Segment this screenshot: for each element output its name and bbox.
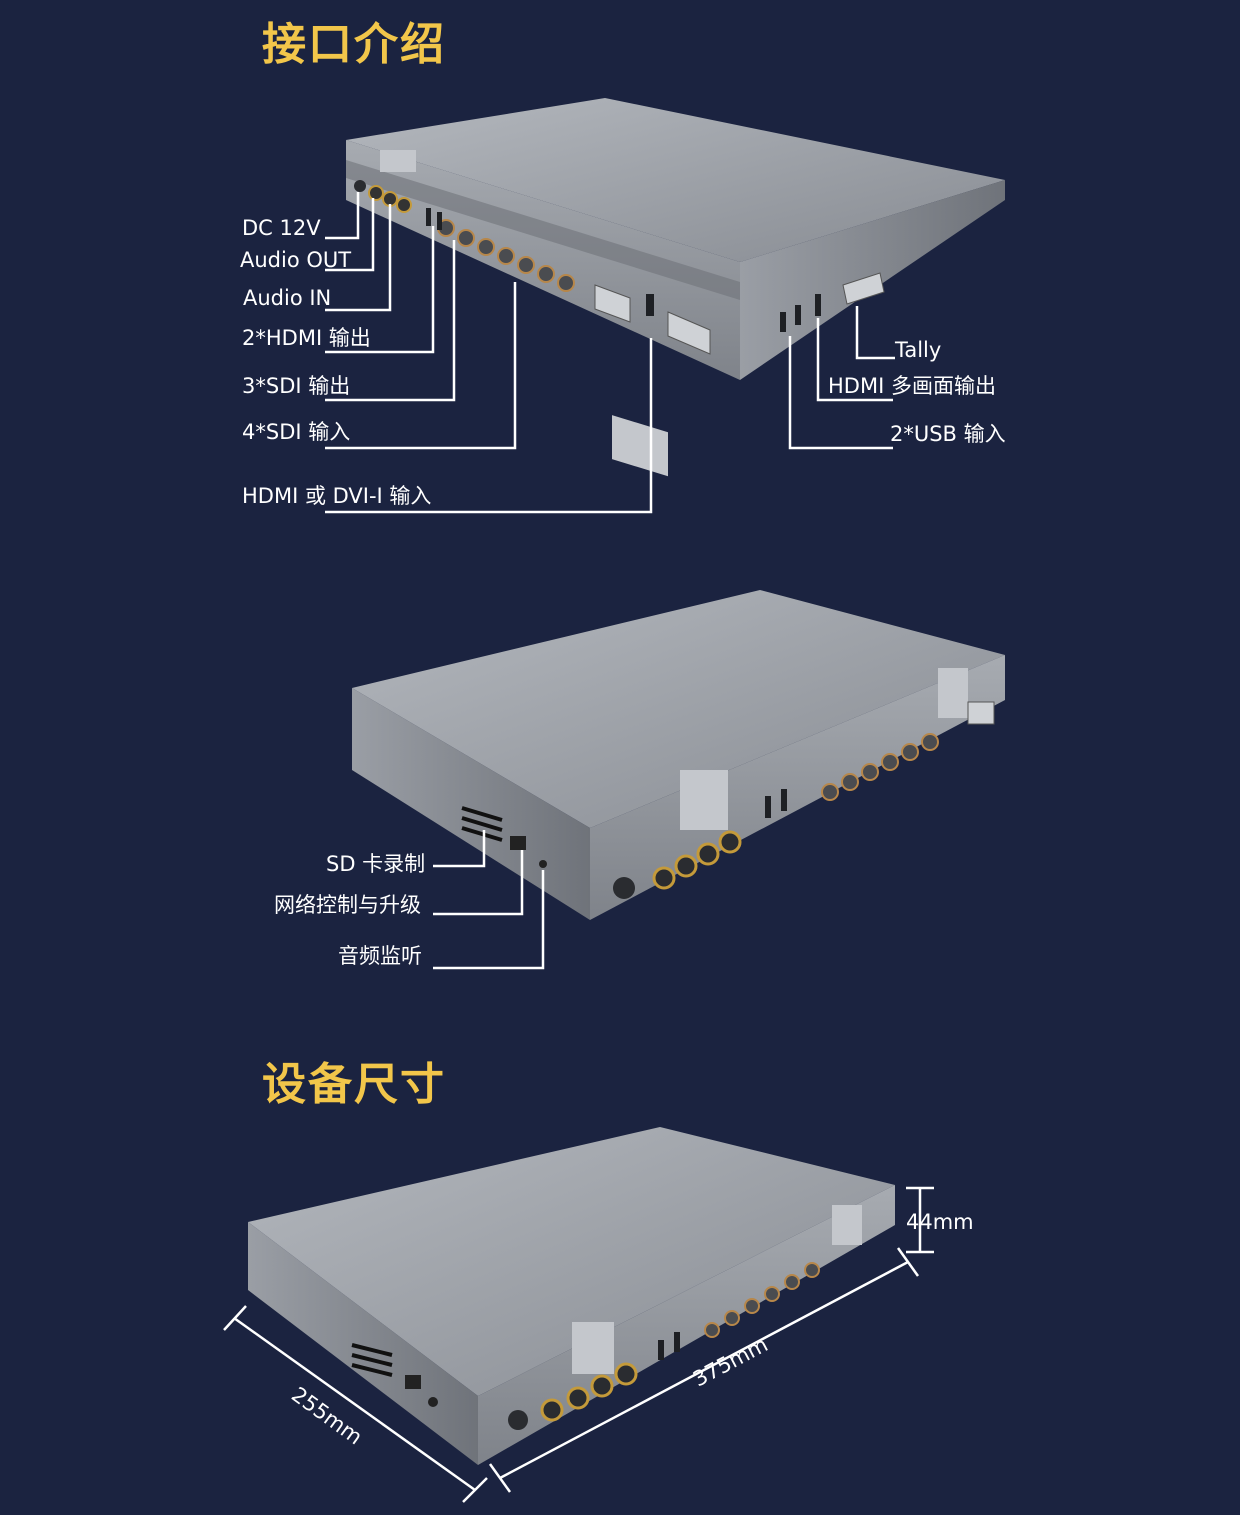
device-dimension-view — [248, 1127, 895, 1465]
usb-port — [780, 312, 786, 332]
dvi-port — [667, 311, 711, 355]
hinge — [680, 770, 728, 830]
hinge — [380, 150, 416, 172]
tally-port — [842, 272, 885, 305]
bnc-row-side — [821, 733, 939, 801]
bnc-connectors — [354, 180, 575, 292]
hinge — [572, 1322, 614, 1374]
rear-leader-lines — [325, 192, 895, 514]
label-usb-in: 2*USB 输入 — [890, 422, 1006, 446]
rj45-port — [510, 836, 526, 850]
label-audio-out: Audio OUT — [240, 248, 352, 272]
usb-port — [795, 305, 801, 325]
hinge — [832, 1205, 862, 1245]
label-sd-record: SD 卡录制 — [326, 852, 426, 876]
hinge — [938, 668, 968, 718]
label-sdi-in: 4*SDI 输入 — [242, 420, 351, 444]
interfaces-title: 接口介绍 — [262, 19, 446, 70]
label-audio-monitor: 音频监听 — [338, 944, 422, 968]
side-leader-lines — [433, 830, 545, 970]
dimensions-title: 设备尺寸 — [262, 1059, 446, 1110]
dvi-port — [594, 284, 631, 323]
label-hdmi-out: 2*HDMI 输出 — [242, 326, 371, 350]
label-network: 网络控制与升级 — [274, 893, 421, 917]
label-sdi-out: 3*SDI 输出 — [242, 374, 351, 398]
device-side-view — [352, 590, 1005, 920]
dimension-height: 44mm — [906, 1210, 974, 1234]
hinge — [612, 415, 668, 477]
label-hdmi-multiview: HDMI 多画面输出 — [828, 374, 996, 398]
label-tally: Tally — [895, 338, 942, 362]
label-audio-in: Audio IN — [243, 286, 332, 310]
label-hdmi-dvi-in: HDMI 或 DVI-I 输入 — [242, 484, 432, 508]
label-dc12v: DC 12V — [242, 216, 321, 240]
headphone-jack — [539, 860, 547, 868]
vent-slots — [461, 806, 503, 842]
dimension-lines — [223, 1186, 934, 1503]
power-port — [613, 877, 635, 899]
device-rear-view — [346, 98, 1005, 477]
